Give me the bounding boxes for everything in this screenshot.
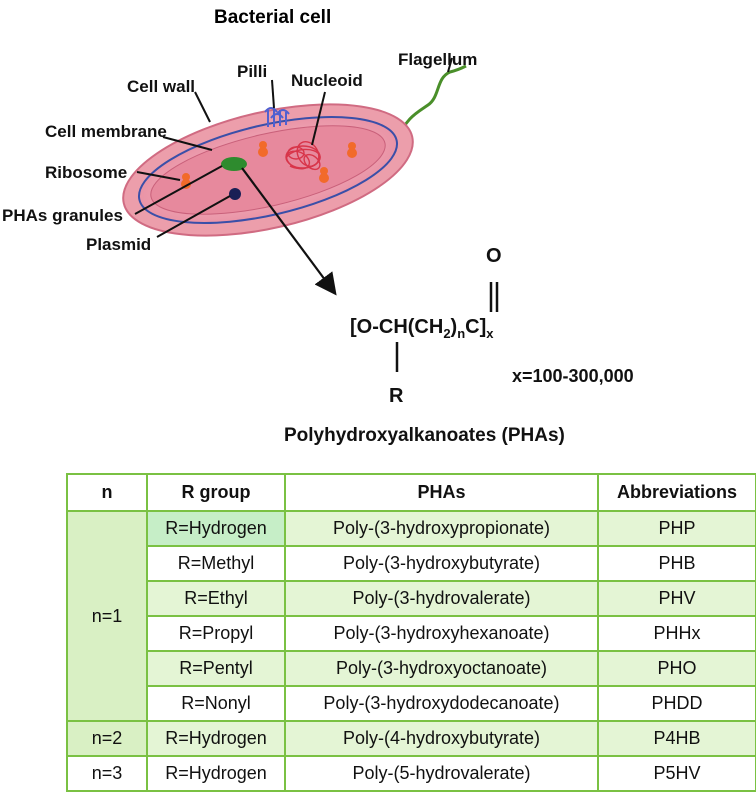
header-n: n	[66, 473, 148, 512]
r-group-cell: R=Methyl	[146, 545, 286, 582]
pha-name-cell: Poly-(5-hydrovalerate)	[284, 755, 599, 792]
label-nucleoid: Nucleoid	[291, 71, 363, 90]
n-value-cell: n=1	[66, 510, 148, 722]
formula-oxygen: O	[486, 245, 502, 267]
label-ribosome: Ribosome	[45, 163, 127, 182]
leader-lines	[134, 57, 453, 238]
formula-degree: x=100-300,000	[512, 366, 634, 386]
pha-table: n R group PHAs Abbreviations n=1 R=Hydro…	[66, 473, 756, 792]
table-row: n=2 R=Hydrogen Poly-(4-hydroxybutyrate) …	[66, 720, 756, 757]
r-group-cell: R=Propyl	[146, 615, 286, 652]
label-plasmid: Plasmid	[86, 235, 151, 254]
pha-name-cell: Poly-(3-hydrovalerate)	[284, 580, 599, 617]
pha-name-cell: Poly-(3-hydroxyhexanoate)	[284, 615, 599, 652]
table-row: R=Propyl Poly-(3-hydroxyhexanoate) PHHx	[67, 615, 756, 652]
abbreviation-cell: P4HB	[597, 720, 756, 757]
pha-formula: O [O-CH(CH2)nC]x R x=100-300,000 Polyhyd…	[284, 245, 634, 446]
table-row: R=Nonyl Poly-(3-hydroxydodecanoate) PHDD	[67, 685, 756, 722]
abbreviation-cell: PHB	[597, 545, 756, 582]
abbreviation-cell: PHV	[597, 580, 756, 617]
diagram-title: Bacterial cell	[214, 7, 331, 28]
formula-chain: [O-CH(CH2)nC]x	[350, 316, 494, 341]
abbreviation-cell: P5HV	[597, 755, 756, 792]
abbreviation-cell: PHDD	[597, 685, 756, 722]
table-row: R=Pentyl Poly-(3-hydroxyoctanoate) PHO	[67, 650, 756, 687]
table-header-row: n R group PHAs Abbreviations	[66, 473, 756, 512]
table-row: R=Methyl Poly-(3-hydroxybutyrate) PHB	[67, 545, 756, 582]
abbreviation-cell: PHP	[597, 510, 756, 547]
pha-name-cell: Poly-(3-hydroxybutyrate)	[284, 545, 599, 582]
nucleoid-shape	[285, 140, 321, 171]
flagellum-shape	[396, 64, 467, 141]
label-cell-membrane: Cell membrane	[45, 122, 167, 141]
label-pha-granules: PHAs granules	[2, 206, 123, 225]
n-value-cell: n=2	[66, 720, 148, 757]
pha-name-cell: Poly-(3-hydroxyoctanoate)	[284, 650, 599, 687]
r-group-cell: R=Hydrogen	[146, 720, 286, 757]
formula-name: Polyhydroxyalkanoates (PHAs)	[284, 425, 565, 446]
r-group-cell: R=Pentyl	[146, 650, 286, 687]
pha-name-cell: Poly-(3-hydroxypropionate)	[284, 510, 599, 547]
table-row: n=1 R=Hydrogen Poly-(3-hydroxypropionate…	[66, 510, 756, 722]
r-group-cell: R=Hydrogen	[146, 755, 286, 792]
formula-r-group: R	[389, 385, 404, 407]
header-r-group: R group	[146, 473, 286, 512]
table-row: R=Ethyl Poly-(3-hydrovalerate) PHV	[67, 580, 756, 617]
bacterial-cell	[122, 103, 414, 237]
header-phas: PHAs	[284, 473, 599, 512]
header-abbreviations: Abbreviations	[597, 473, 756, 512]
pili-shape	[264, 107, 290, 127]
abbreviation-cell: PHO	[597, 650, 756, 687]
granule-arrow	[241, 167, 337, 296]
r-group-cell: R=Ethyl	[146, 580, 286, 617]
pha-name-cell: Poly-(3-hydroxydodecanoate)	[284, 685, 599, 722]
label-pilli: Pilli	[237, 62, 267, 81]
label-cell-wall: Cell wall	[127, 77, 195, 96]
label-flagellum: Flagellum	[398, 50, 477, 69]
ribosome-shape	[181, 141, 357, 189]
plasmid-shape	[229, 188, 241, 200]
pha-name-cell: Poly-(4-hydroxybutyrate)	[284, 720, 599, 757]
abbreviation-cell: PHHx	[597, 615, 756, 652]
cytoplasm-shape	[150, 125, 386, 215]
pha-granule-shape	[221, 157, 247, 171]
r-group-cell: R=Nonyl	[146, 685, 286, 722]
r-group-cell: R=Hydrogen	[146, 510, 286, 547]
table-row: n=3 R=Hydrogen Poly-(5-hydrovalerate) P5…	[66, 755, 756, 792]
n-value-cell: n=3	[66, 755, 148, 792]
